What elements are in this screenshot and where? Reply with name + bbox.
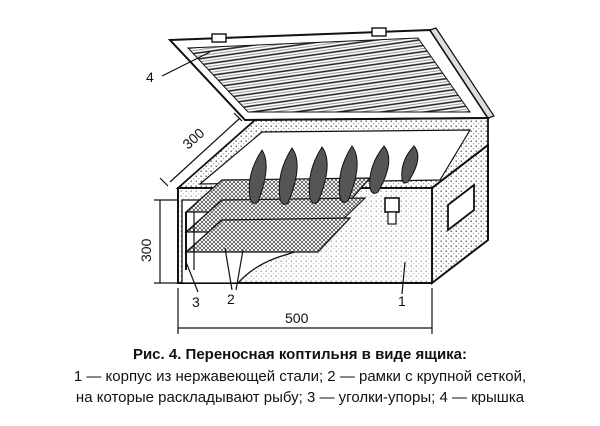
frames-drawing — [184, 145, 419, 270]
lid-hinge-left — [211, 33, 227, 43]
smokehouse-diagram: 4 3 2 1 300 300 500 — [138, 27, 495, 334]
lid-hinge-right — [371, 27, 387, 37]
dimension-lines — [154, 51, 433, 334]
dimension-depth: 300 — [179, 125, 207, 153]
label-body: 1 — [398, 293, 406, 309]
latch — [384, 197, 400, 213]
caption-line-1: 1 — корпус из нержавеющей стали; 2 — рам… — [73, 368, 527, 385]
label-lid: 4 — [146, 69, 154, 85]
label-frames: 2 — [227, 291, 235, 307]
dimension-height: 300 — [138, 238, 154, 262]
lid-drawing — [167, 27, 495, 122]
caption-title: Рис. 4. Переносная коптильня в виде ящик… — [132, 346, 468, 363]
caption-line-2: на которые раскладывают рыбу; 3 — уголки… — [75, 389, 525, 406]
label-supports: 3 — [192, 294, 200, 310]
dimension-length: 500 — [285, 310, 309, 326]
